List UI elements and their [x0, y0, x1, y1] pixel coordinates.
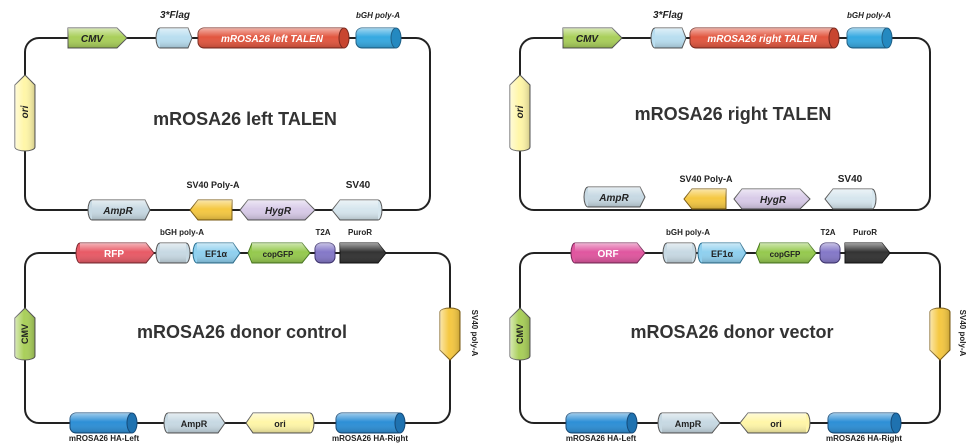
- talen-element: mROSA26 left TALEN: [197, 27, 350, 49]
- ori-label: ori: [515, 105, 526, 118]
- t2a-label: T2A: [315, 228, 330, 237]
- puror-label: PuroR: [853, 228, 877, 237]
- talen-label: mROSA26 left TALEN: [221, 34, 324, 45]
- bgh-label: bGH poly-A: [847, 11, 891, 20]
- cmv-element: CMV: [562, 27, 623, 49]
- cmv-element: CMV: [509, 307, 531, 361]
- ef1a-label: EF1α: [711, 249, 734, 259]
- bgh-label: bGH poly-A: [356, 11, 400, 20]
- cmv-element: CMV: [14, 307, 36, 361]
- sv40-element: [824, 188, 877, 210]
- sv40pa-label: SV40 poly-A: [958, 310, 967, 357]
- ori-label: ori: [274, 419, 286, 429]
- bgh-label: bGH poly-A: [666, 228, 710, 237]
- cmv-label: CMV: [20, 324, 30, 344]
- flag-element: [650, 27, 687, 49]
- ampr-label: AmpR: [181, 419, 208, 429]
- puror-element: [339, 242, 387, 264]
- ori-element: ori: [14, 74, 36, 152]
- ef1a-element: EF1α: [697, 242, 747, 264]
- sv40-label: SV40: [838, 174, 863, 185]
- sv40pa-element: [929, 307, 951, 361]
- cmv-element: CMV: [67, 27, 128, 49]
- panel-right-talen: CMV 3*Flag mROSA26 right TALEN bGH poly-…: [509, 10, 931, 211]
- copgfp-label: copGFP: [263, 250, 294, 259]
- sv40pa-element: [439, 307, 461, 361]
- ha-left-label: mROSA26 HA-Left: [566, 434, 637, 443]
- talen-element: mROSA26 right TALEN: [689, 27, 840, 49]
- panel-donor-control: RFP bGH poly-A EF1α copGFP T2A PuroR: [14, 228, 479, 443]
- ori-label: ori: [770, 419, 782, 429]
- copgfp-element: copGFP: [247, 242, 311, 264]
- talen-label: mROSA26 right TALEN: [707, 34, 817, 45]
- backbone-line: [519, 37, 931, 211]
- t2a-label: T2A: [820, 228, 835, 237]
- ha-left-element: [565, 412, 638, 434]
- ha-right-label: mROSA26 HA-Right: [826, 434, 902, 443]
- ampr-element: AmpR: [657, 412, 721, 434]
- puror-element: [844, 242, 891, 264]
- panel-donor-vector: ORF bGH poly-A EF1α copGFP T2A PuroR: [509, 228, 967, 443]
- panel-left-talen: CMV 3*Flag mROSA26 left TALEN bGH poly-A…: [14, 10, 431, 221]
- ha-right-label: mROSA26 HA-Right: [332, 434, 408, 443]
- plasmid-title: mROSA26 donor vector: [630, 322, 833, 342]
- sv40-element: [331, 199, 383, 221]
- flag-label: 3*Flag: [653, 10, 683, 21]
- ha-left-element: [69, 412, 138, 434]
- bgh-element: [662, 242, 697, 264]
- bgh-element: [355, 27, 402, 49]
- sv40pa-element: [683, 188, 727, 210]
- ampr-label: AmpR: [675, 419, 702, 429]
- ampr-element: AmpR: [87, 199, 151, 221]
- ef1a-label: EF1α: [205, 249, 228, 259]
- copgfp-element: copGFP: [755, 242, 817, 264]
- ori-element: ori: [509, 74, 531, 152]
- bgh-element: [155, 242, 191, 264]
- sv40-label: SV40: [346, 180, 371, 191]
- t2a-element: [314, 242, 336, 264]
- orf-element: ORF: [570, 242, 646, 264]
- t2a-element: [819, 242, 841, 264]
- ha-right-element: [335, 412, 406, 434]
- bgh-element: [846, 27, 893, 49]
- cmv-label: CMV: [81, 34, 105, 45]
- flag-element: [155, 27, 193, 49]
- ampr-element: AmpR: [163, 412, 226, 434]
- hygr-label: HygR: [265, 206, 292, 217]
- sv40pa-element: [189, 199, 233, 221]
- plasmid-title: mROSA26 right TALEN: [635, 104, 832, 124]
- ori-label: ori: [20, 105, 31, 118]
- ori-element: ori: [245, 412, 315, 434]
- rfp-element: RFP: [75, 242, 155, 264]
- ha-right-element: [827, 412, 902, 434]
- sv40pa-label: SV40 poly-A: [470, 310, 479, 357]
- ampr-label: AmpR: [598, 193, 629, 204]
- cmv-label: CMV: [576, 34, 600, 45]
- first-gene-label: RFP: [104, 249, 124, 260]
- sv40pa-label: SV40 Poly-A: [679, 174, 733, 184]
- plasmid-title: mROSA26 left TALEN: [153, 109, 337, 129]
- hygr-element: HygR: [239, 199, 316, 221]
- sv40pa-label: SV40 Poly-A: [186, 180, 240, 190]
- ampr-element: AmpR: [583, 186, 646, 208]
- hygr-label: HygR: [760, 195, 787, 206]
- ampr-label: AmpR: [102, 206, 133, 217]
- cmv-label: CMV: [515, 324, 525, 344]
- plasmid-title: mROSA26 donor control: [137, 322, 347, 342]
- first-gene-label: ORF: [597, 249, 618, 260]
- puror-label: PuroR: [348, 228, 372, 237]
- ori-element: ori: [739, 412, 811, 434]
- ef1a-element: EF1α: [192, 242, 241, 264]
- copgfp-label: copGFP: [770, 250, 801, 259]
- flag-label: 3*Flag: [160, 10, 190, 21]
- ha-left-label: mROSA26 HA-Left: [69, 434, 140, 443]
- bgh-label: bGH poly-A: [160, 228, 204, 237]
- hygr-element: HygR: [733, 188, 811, 210]
